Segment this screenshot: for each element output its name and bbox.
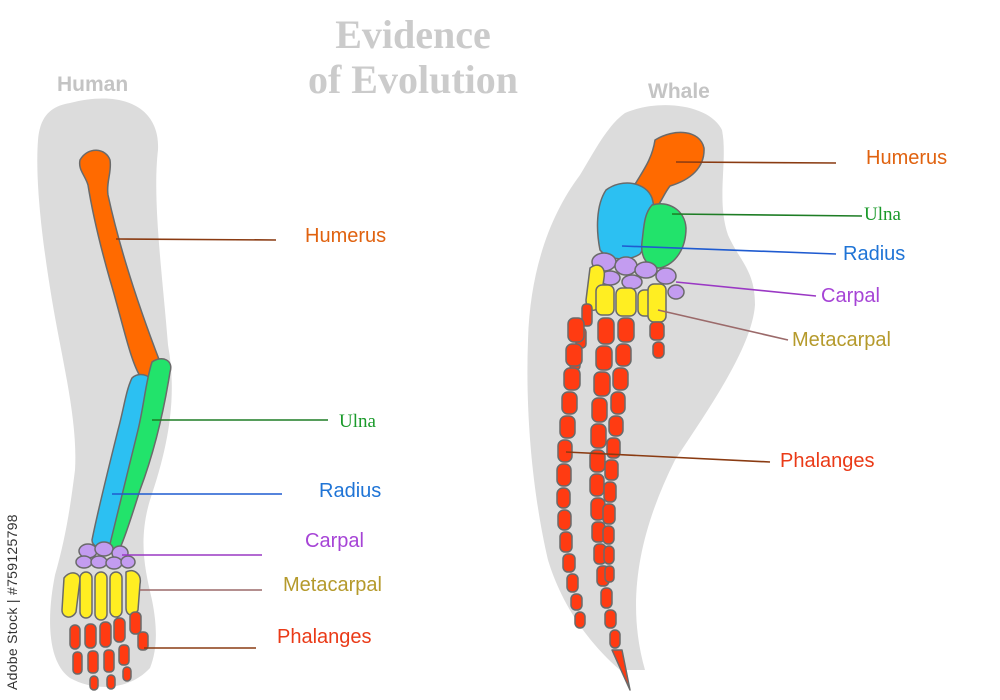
human-humerus-leader (115, 238, 277, 241)
human-phalange-bones (69, 611, 149, 691)
human-skeleton (61, 149, 172, 691)
whale-humerus-leader (675, 161, 837, 164)
whale-ulna-label: Ulna (864, 204, 901, 225)
whale-leader-lines (565, 161, 863, 463)
human-arm-silhouette (37, 98, 172, 687)
title-line-2: of Evolution (307, 57, 519, 102)
human-phalanges-label: Phalanges (277, 626, 372, 648)
human-leader-lines (112, 238, 328, 649)
human-metacarpal-bones (61, 570, 142, 621)
human-metacarpal-label: Metacarpal (283, 574, 382, 596)
human-carpal-bones (75, 541, 136, 570)
stock-watermark: Adobe Stock | #759125798 (4, 514, 20, 690)
human-ulna-label: Ulna (339, 411, 376, 432)
whale-radius-bone (596, 182, 655, 260)
whale-metacarpal-leader (657, 309, 789, 341)
human-heading: Human (57, 73, 129, 96)
whale-metacarpal-bones (585, 264, 667, 323)
whale-radius-leader (621, 245, 837, 255)
whale-humerus-label: Humerus (866, 147, 948, 169)
whale-radius-label: Radius (843, 243, 906, 265)
whale-phalanges-label: Phalanges (780, 450, 875, 472)
whale-flipper-silhouette (527, 105, 755, 670)
whale-skeleton (556, 131, 705, 691)
human-radius-label: Radius (319, 480, 382, 502)
whale-carpal-label: Carpal (821, 285, 880, 307)
human-carpal-label: Carpal (305, 530, 364, 552)
whale-ulna-leader (671, 213, 863, 217)
title-line-1: Evidence (335, 12, 491, 57)
human-humerus-label: Humerus (305, 225, 387, 247)
whale-carpal-leader (675, 281, 817, 297)
whale-heading: Whale (648, 80, 710, 103)
whale-phalanges-leader (565, 451, 771, 463)
whale-metacarpal-label: Metacarpal (792, 329, 891, 351)
whale-phalange-bones (556, 303, 665, 691)
